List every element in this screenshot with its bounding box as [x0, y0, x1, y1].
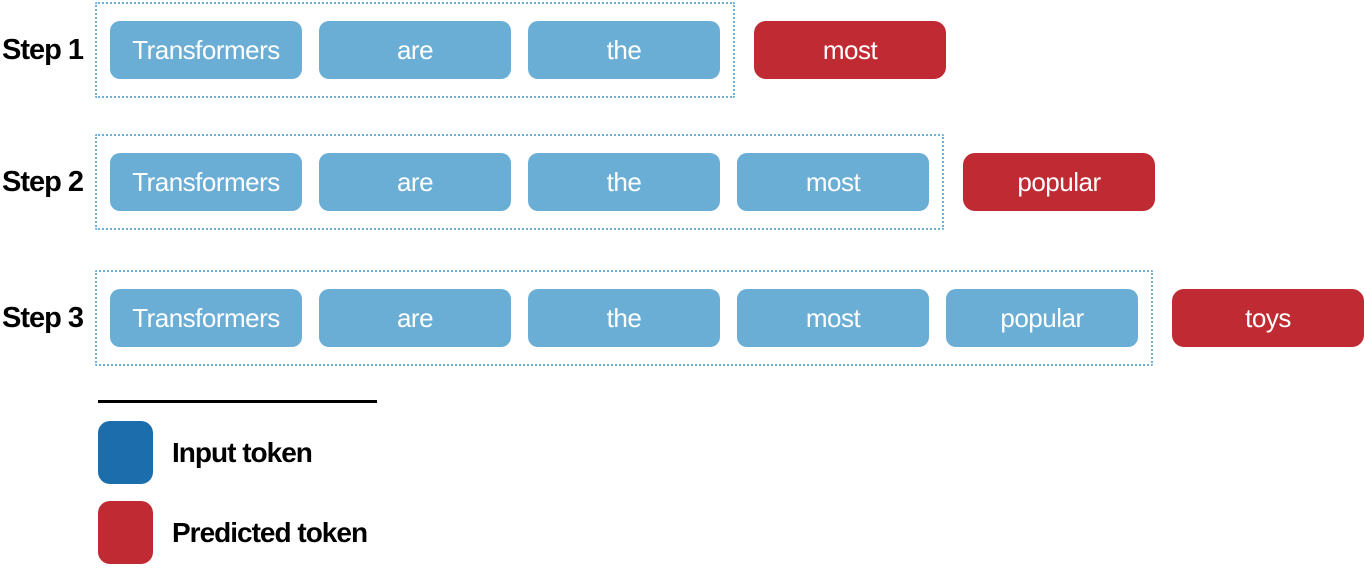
input-token: Transformers — [110, 153, 302, 211]
legend-label: Predicted token — [172, 516, 368, 548]
input-token: the — [528, 21, 720, 79]
input-token: are — [319, 289, 511, 347]
input-token: most — [737, 153, 929, 211]
input-token: the — [528, 289, 720, 347]
input-token-swatch — [98, 421, 153, 484]
generation-step-3: Step 3 Transformers are the most popular… — [0, 270, 1364, 366]
input-token: Transformers — [110, 289, 302, 347]
legend-label: Input token — [172, 436, 313, 468]
input-context-box: Transformers are the most — [95, 134, 944, 230]
legend-divider — [98, 400, 377, 403]
input-token: most — [737, 289, 929, 347]
input-token: Transformers — [110, 21, 302, 79]
input-context-box: Transformers are the most popular — [95, 270, 1153, 366]
input-token: are — [319, 21, 511, 79]
step-label: Step 2 — [2, 165, 84, 198]
predicted-token: most — [754, 21, 946, 79]
input-context-box: Transformers are the — [95, 2, 735, 98]
predicted-token: toys — [1172, 289, 1364, 347]
input-token: popular — [946, 289, 1138, 347]
legend-item-predicted-token: Predicted token — [98, 501, 368, 564]
input-token: are — [319, 153, 511, 211]
generation-step-2: Step 2 Transformers are the most popular — [0, 134, 1155, 230]
step-label: Step 3 — [2, 301, 84, 334]
input-token: the — [528, 153, 720, 211]
predicted-token-swatch — [98, 501, 153, 564]
legend-item-input-token: Input token — [98, 421, 313, 484]
predicted-token: popular — [963, 153, 1155, 211]
step-label: Step 1 — [2, 33, 84, 66]
generation-step-1: Step 1 Transformers are the most — [0, 2, 946, 98]
